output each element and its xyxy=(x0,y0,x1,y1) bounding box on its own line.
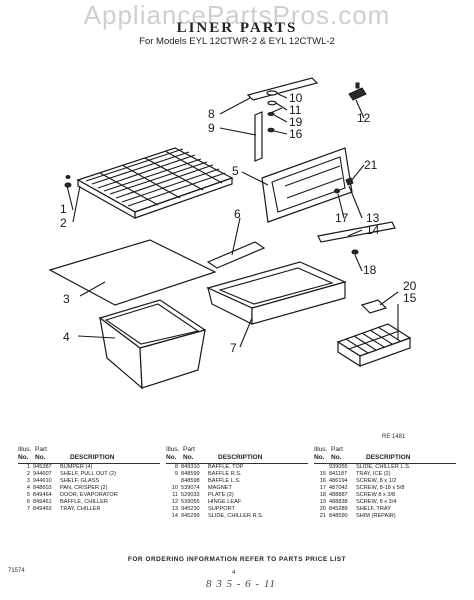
callout-12: 12 xyxy=(357,111,371,125)
page-code: 71574 xyxy=(8,568,25,574)
drawing-code: RE 1481 xyxy=(382,434,406,440)
callout-20: 20 xyxy=(403,279,417,293)
callout-8: 8 xyxy=(208,107,215,121)
callout-17: 17 xyxy=(335,211,349,225)
callout-4: 4 xyxy=(63,330,70,344)
hinge-leaf xyxy=(348,82,367,101)
callout-1: 1 xyxy=(60,202,67,216)
leader-lines xyxy=(66,93,399,348)
pull-out-shelf xyxy=(76,147,234,220)
exploded-parts-diagram: 1 2 3 4 5 6 7 8 9 10 11 12 13 14 15 16 1… xyxy=(48,77,417,390)
callout-6: 6 xyxy=(234,207,241,221)
top-baffle xyxy=(246,77,319,101)
page-title: LINER PARTS xyxy=(176,20,298,36)
screw-part xyxy=(351,249,359,255)
bumper-part xyxy=(64,175,72,188)
callout-18: 18 xyxy=(363,263,377,277)
table-header: No. No. DESCRIPTION xyxy=(314,454,456,464)
table-header-top: Illus. Part xyxy=(314,446,343,453)
ice-tray xyxy=(336,323,412,368)
table-header-top: Illus. Part xyxy=(166,446,195,453)
callout-19: 19 xyxy=(289,115,303,129)
callout-13: 13 xyxy=(366,211,380,225)
callout-10: 10 xyxy=(289,91,303,105)
model-subtitle: For Models EYL 12CTWR-2 & EYL 12CTWL-2 xyxy=(139,36,335,47)
watermark: AppliancePartsPros.com xyxy=(83,0,391,30)
tray-shelf xyxy=(360,299,388,314)
screw-and-shim xyxy=(334,177,354,194)
callout-5: 5 xyxy=(232,164,239,178)
callout-7: 7 xyxy=(230,341,237,355)
table-header: No. No. DESCRIPTION xyxy=(166,454,308,464)
callout-9: 9 xyxy=(208,121,215,135)
ordering-information-note: FOR ORDERING INFORMATION REFER TO PARTS … xyxy=(127,556,347,563)
chiller-baffle xyxy=(206,241,266,269)
table-header-top: Illus. Part xyxy=(18,446,47,453)
page-number: 4 xyxy=(232,570,236,576)
callout-11: 11 xyxy=(289,103,302,117)
handwritten-note: 8 3 5 - 6 - 11 xyxy=(206,578,277,590)
callout-2: 2 xyxy=(60,216,67,230)
callout-21: 21 xyxy=(364,158,378,172)
callout-15: 15 xyxy=(403,291,417,305)
side-baffle xyxy=(254,111,263,162)
callout-16: 16 xyxy=(289,127,303,141)
callout-14: 14 xyxy=(366,223,380,237)
crisper-pan xyxy=(98,299,207,390)
magnet-plate-screws xyxy=(266,90,283,133)
callout-3: 3 xyxy=(63,292,70,306)
table-header: No. No. DESCRIPTION xyxy=(18,454,160,464)
glass-shelf xyxy=(48,239,217,306)
chiller-tray xyxy=(206,261,347,325)
